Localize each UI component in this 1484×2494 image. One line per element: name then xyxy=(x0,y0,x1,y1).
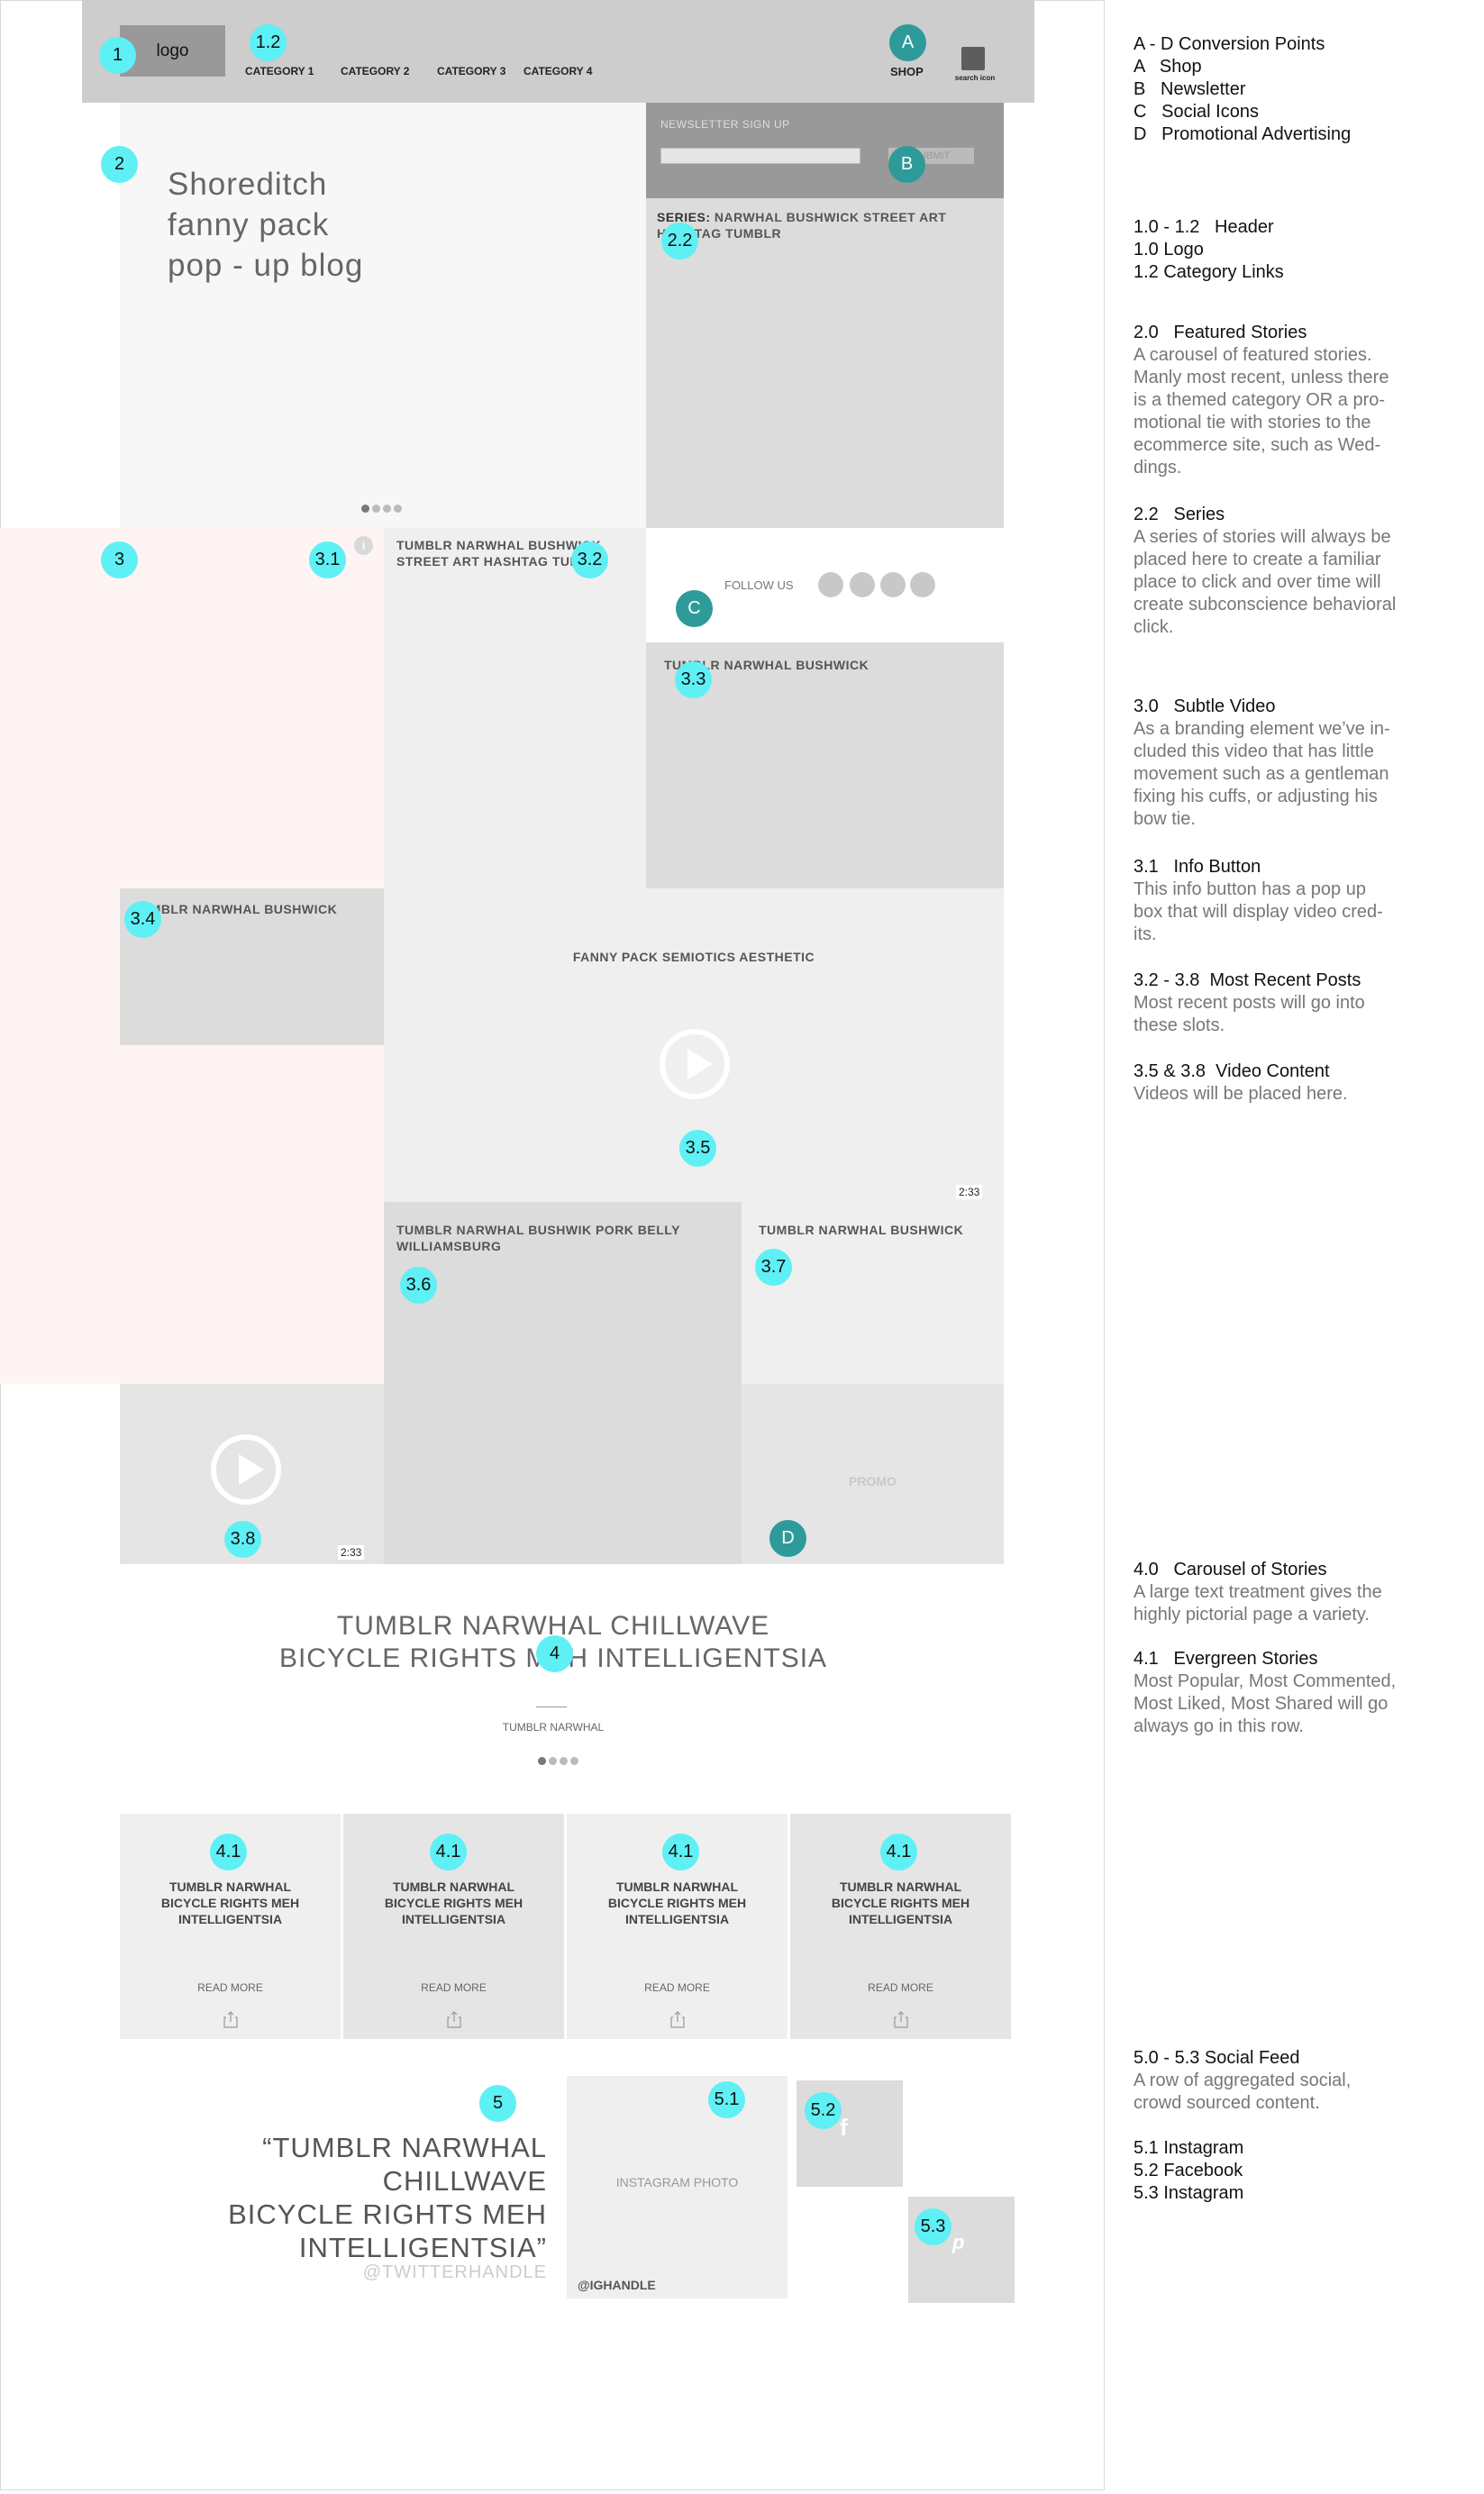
newsletter-label: NEWSLETTER SIGN UP xyxy=(660,118,790,131)
play-icon[interactable] xyxy=(660,1029,730,1099)
marker-3-8: 3.8 xyxy=(224,1521,261,1558)
post-slot-3-7-title: TUMBLR NARWHAL BUSHWICK xyxy=(759,1223,964,1237)
social-icon-2[interactable] xyxy=(850,572,875,597)
post-slot-3-2[interactable] xyxy=(384,528,646,888)
share-icon[interactable] xyxy=(894,2010,908,2028)
play-icon[interactable] xyxy=(211,1434,281,1505)
annotation-subtle-video: 3.0 Subtle Video As a branding element w… xyxy=(1133,696,1390,829)
marker-5-1: 5.1 xyxy=(708,2081,745,2118)
share-icon[interactable] xyxy=(447,2010,461,2028)
shop-link[interactable]: SHOP xyxy=(890,65,924,78)
facebook-icon: f xyxy=(840,2114,848,2141)
series-panel[interactable] xyxy=(646,198,1004,528)
category-link-4[interactable]: CATEGORY 4 xyxy=(523,65,593,77)
marker-5-3: 5.3 xyxy=(915,2208,951,2245)
annotation-featured-stories: 2.0 Featured Stories A carousel of featu… xyxy=(1133,323,1389,478)
marker-d: D xyxy=(769,1520,806,1557)
social-icon-3[interactable] xyxy=(880,572,906,597)
read-more-link[interactable]: READ MORE xyxy=(868,1981,933,1994)
search-icon[interactable] xyxy=(961,47,985,70)
post-slot-3-4[interactable] xyxy=(120,888,384,1045)
marker-c: C xyxy=(676,590,713,627)
hero-carousel-dots[interactable] xyxy=(361,505,402,513)
annotation-series: 2.2 Series A series of stories will alwa… xyxy=(1133,505,1397,637)
share-icon[interactable] xyxy=(670,2010,685,2028)
marker-2-2: 2.2 xyxy=(661,223,698,259)
instagram-photo-tile[interactable] xyxy=(567,2076,788,2298)
marker-3-6: 3.6 xyxy=(400,1267,437,1304)
marker-b: B xyxy=(888,146,925,183)
post-slot-3-4-title: TUMBLR NARWHAL BUSHWICK xyxy=(132,902,338,916)
annotation-social-feed: 5.0 - 5.3 Social Feed A row of aggregate… xyxy=(1133,2048,1352,2203)
marker-4-1: 4.1 xyxy=(210,1834,247,1870)
follow-us-label: FOLLOW US xyxy=(724,578,794,592)
post-slot-3-7[interactable] xyxy=(742,1202,1004,1384)
marker-3-3: 3.3 xyxy=(675,661,712,698)
marker-5: 5 xyxy=(479,2085,516,2122)
featured-stories-carousel[interactable] xyxy=(120,103,646,528)
post-slot-3-6[interactable] xyxy=(384,1202,742,1564)
marker-4-1: 4.1 xyxy=(880,1834,917,1870)
marker-1: 1 xyxy=(99,37,136,74)
marker-4-1: 4.1 xyxy=(662,1834,699,1870)
category-link-2[interactable]: CATEGORY 2 xyxy=(341,65,410,77)
share-icon[interactable] xyxy=(223,2010,238,2028)
annotation-header: 1.0 - 1.2 Header 1.0 Logo 1.2 Category L… xyxy=(1133,217,1284,282)
info-icon[interactable]: i xyxy=(354,536,373,555)
category-link-3[interactable]: CATEGORY 3 xyxy=(437,65,506,77)
marker-3-4: 3.4 xyxy=(124,901,161,938)
marker-a: A xyxy=(889,24,926,61)
marker-4-1: 4.1 xyxy=(430,1834,467,1870)
header xyxy=(82,0,1034,103)
twitter-handle[interactable]: @TWITTERHANDLE xyxy=(362,2262,547,2282)
annotation-conversion-points: A - D Conversion Points A Shop B Newslet… xyxy=(1133,34,1352,144)
annotation-evergreen-stories: 4.1 Evergreen Stories Most Popular, Most… xyxy=(1133,1649,1397,1736)
carousel-subtitle: TUMBLR NARWHAL xyxy=(502,1721,605,1734)
search-icon-label: search icon xyxy=(954,74,996,82)
category-link-1[interactable]: CATEGORY 1 xyxy=(245,65,314,77)
hero-title: Shoreditch fanny pack pop - up blog xyxy=(168,167,364,283)
newsletter-email-input[interactable] xyxy=(660,148,860,164)
marker-3-2: 3.2 xyxy=(571,542,608,578)
logo[interactable]: logo xyxy=(120,25,225,77)
promo-label: PROMO xyxy=(849,1474,897,1488)
marker-3: 3 xyxy=(101,542,138,578)
pinterest-icon: p xyxy=(952,2231,965,2253)
marker-1-2: 1.2 xyxy=(250,24,287,61)
read-more-link[interactable]: READ MORE xyxy=(197,1981,263,1994)
carousel-dots[interactable] xyxy=(538,1757,578,1765)
annotation-info-button: 3.1 Info Button This info button has a p… xyxy=(1133,857,1383,944)
marker-3-1: 3.1 xyxy=(309,542,346,578)
marker-3-7: 3.7 xyxy=(755,1249,792,1286)
annotation-video-content: 3.5 & 3.8 Video Content Videos will be p… xyxy=(1133,1061,1348,1104)
annotation-carousel-stories: 4.0 Carousel of Stories A large text tre… xyxy=(1133,1560,1382,1625)
instagram-photo-label: INSTAGRAM PHOTO xyxy=(615,2175,739,2189)
post-slot-3-3-title: TUMBLR NARWHAL BUSHWICK xyxy=(664,658,869,672)
video-slot-3-5-title: FANNY PACK SEMIOTICS AESTHETIC xyxy=(572,950,815,964)
marker-3-5: 3.5 xyxy=(679,1130,716,1167)
marker-4: 4 xyxy=(536,1635,573,1672)
marker-2: 2 xyxy=(101,146,138,183)
read-more-link[interactable]: READ MORE xyxy=(421,1981,487,1994)
video-3-8-duration: 2:33 xyxy=(338,1545,365,1560)
read-more-link[interactable]: READ MORE xyxy=(644,1981,710,1994)
annotation-recent-posts: 3.2 - 3.8 Most Recent Posts Most recent … xyxy=(1133,970,1365,1035)
video-3-5-duration: 2:33 xyxy=(956,1185,983,1199)
instagram-handle[interactable]: @IGHANDLE xyxy=(578,2278,656,2292)
marker-5-2: 5.2 xyxy=(805,2092,842,2129)
social-icon-1[interactable] xyxy=(818,572,843,597)
social-icon-4[interactable] xyxy=(910,572,935,597)
